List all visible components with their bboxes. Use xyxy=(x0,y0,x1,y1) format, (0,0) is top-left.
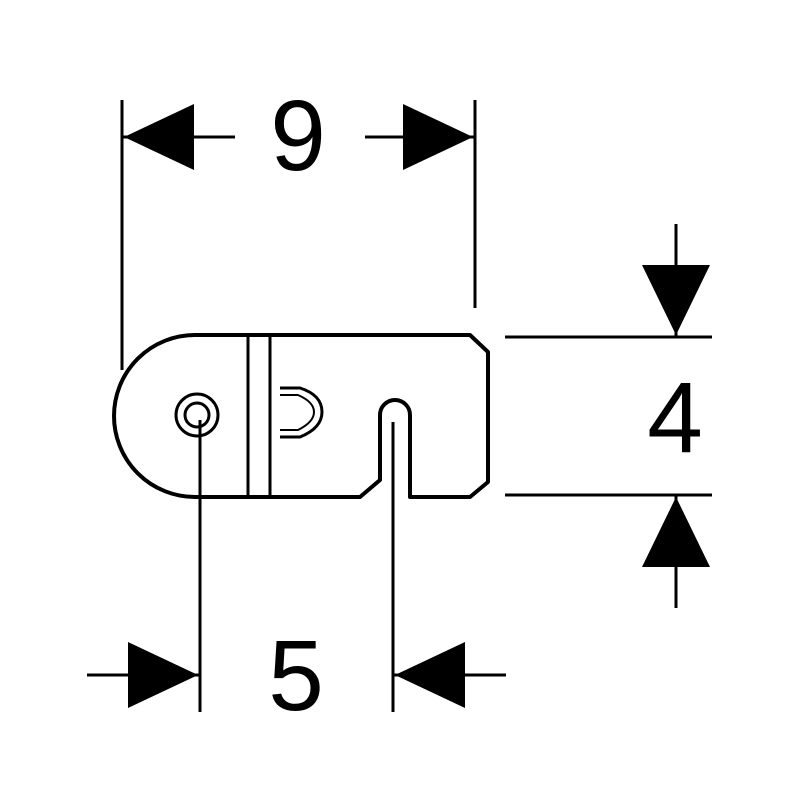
arrow-5-left xyxy=(128,642,198,708)
latch-feature xyxy=(280,386,324,439)
arrow-9-right xyxy=(403,104,473,170)
arrow-4-top xyxy=(642,265,710,335)
dimension-label-height: 4 xyxy=(647,362,703,474)
arrow-9-left xyxy=(124,104,194,170)
arrow-4-bottom xyxy=(642,497,710,567)
dimension-label-width: 9 xyxy=(270,80,326,192)
latch-inner xyxy=(280,394,316,431)
part-outline xyxy=(112,333,490,499)
dimension-label-hole-to-slot: 5 xyxy=(268,620,324,732)
mounting-hole-outer xyxy=(174,392,220,438)
mounting-hole-inner xyxy=(183,401,211,429)
arrow-5-right xyxy=(395,642,465,708)
